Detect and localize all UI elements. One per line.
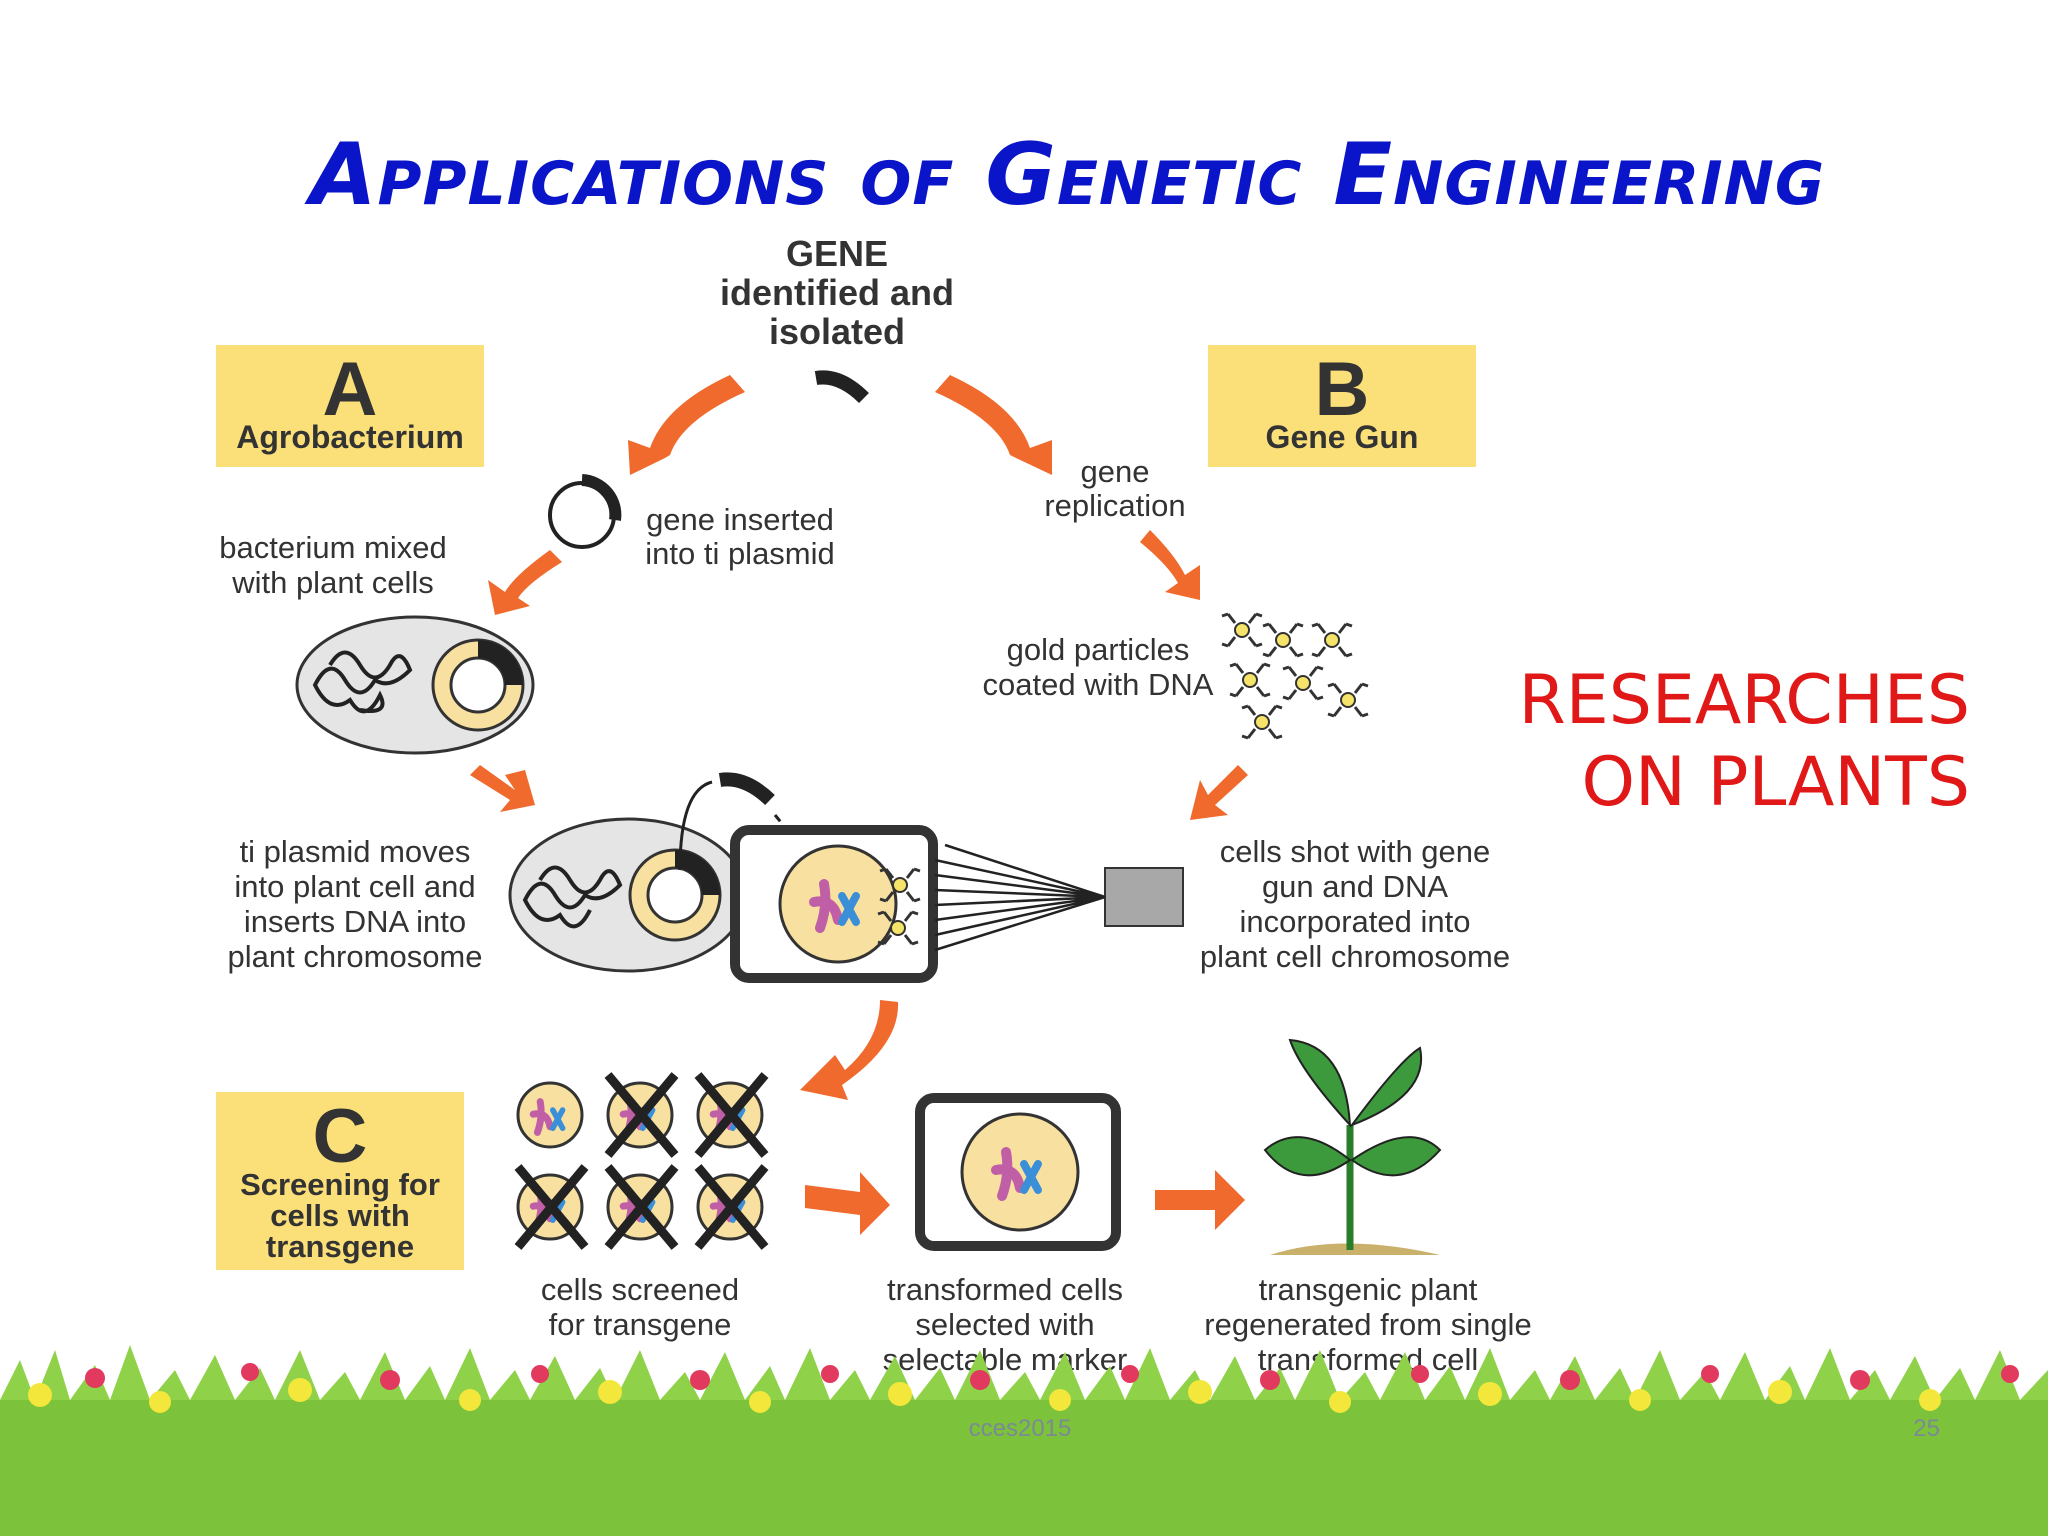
transgenic-label: transgenic plant regenerated from single…	[1204, 1272, 1531, 1377]
plant-cell-icon	[730, 825, 938, 983]
gold-particles-label: gold particles coated with DNA	[983, 632, 1214, 702]
transgenic-line3: transformed cell	[1258, 1342, 1479, 1377]
transformed-label: transformed cells selected with selectab…	[883, 1272, 1128, 1377]
gene-label: GENE identified and isolated	[720, 233, 954, 352]
slide-title: Applications of Genetic Engineering	[310, 125, 1826, 225]
transgenic-plant-icon	[1263, 1038, 1442, 1255]
cells-shot-line4: plant cell chromosome	[1200, 939, 1510, 974]
bacterium-cell-icon	[295, 615, 535, 755]
page-number: 25	[1913, 1415, 1940, 1442]
cells-shot-line1: cells shot with gene	[1220, 834, 1491, 869]
gold-particles-line1: gold particles	[1007, 632, 1190, 667]
bacterium-mixed-label: bacterium mixed with plant cells	[219, 530, 446, 600]
ti-moves-label: ti plasmid moves into plant cell and ins…	[227, 834, 482, 974]
panel-c-letter: C	[313, 1094, 368, 1179]
ti-moves-line1: ti plasmid moves	[240, 834, 471, 869]
bacterium-mixed-line1: bacterium mixed	[219, 530, 446, 565]
panel-c-label-line2: cells with	[270, 1198, 410, 1233]
gene-inserted-label: gene inserted into ti plasmid	[645, 502, 835, 571]
gold-particles-line2: coated with DNA	[983, 667, 1214, 702]
panel-c: C Screening for cells with transgene	[216, 1092, 464, 1270]
transformed-line2: selected with	[915, 1307, 1094, 1342]
arrow-to-gene-gun	[1190, 765, 1248, 820]
gene-label-line3: isolated	[769, 311, 905, 352]
arrow-to-plant	[1155, 1170, 1245, 1230]
transgenic-line2: regenerated from single	[1204, 1307, 1531, 1342]
arrow-to-plasmid	[628, 375, 745, 475]
ti-moves-line2: into plant cell and	[234, 869, 475, 904]
screened-label: cells screened for transgene	[541, 1272, 739, 1342]
transgenic-line1: transgenic plant	[1259, 1272, 1478, 1307]
arrow-to-bacterium	[488, 550, 562, 615]
bacterium-mixed-line2: with plant cells	[231, 565, 434, 600]
panel-b-label: Gene Gun	[1266, 419, 1419, 455]
ti-moves-line3: inserts DNA into	[244, 904, 466, 939]
side-note: RESEARCHES ON PLANTS	[1500, 660, 1970, 824]
panel-b: B Gene Gun	[1208, 345, 1476, 467]
screened-line1: cells screened	[541, 1272, 739, 1307]
panel-a-label: Agrobacterium	[236, 419, 464, 455]
cells-shot-line3: incorporated into	[1240, 904, 1471, 939]
gene-replication-line1: gene	[1081, 454, 1150, 489]
arrow-to-transformed	[805, 1172, 890, 1235]
panel-c-label-line3: transgene	[266, 1229, 414, 1264]
grass-border	[0, 1345, 2048, 1536]
arrow-to-replication	[935, 375, 1052, 475]
gold-particles-icon	[1220, 612, 1370, 740]
bacterium-cell-2-icon	[508, 772, 812, 973]
panel-c-label-line1: Screening for	[240, 1167, 440, 1202]
panel-b-letter: B	[1315, 347, 1370, 432]
transformed-line3: selectable marker	[883, 1342, 1128, 1377]
cells-shot-label: cells shot with gene gun and DNA incorpo…	[1200, 834, 1510, 974]
gene-inserted-line2: into ti plasmid	[645, 536, 835, 571]
panel-a: A Agrobacterium	[216, 345, 484, 467]
gene-replication-label: gene replication	[1044, 454, 1185, 523]
side-note-line1: RESEARCHES	[1518, 661, 1970, 740]
arrow-to-gold	[1140, 530, 1200, 600]
arrow-to-ti-plasmid	[470, 765, 535, 812]
transformed-cell-icon	[915, 1093, 1121, 1251]
process-arrows	[470, 375, 1248, 1235]
gene-fragment-icon	[814, 370, 869, 404]
panel-a-letter: A	[323, 347, 378, 432]
cells-shot-line2: gun and DNA	[1262, 869, 1448, 904]
ti-moves-line4: plant chromosome	[227, 939, 482, 974]
gene-label-line1: GENE	[786, 233, 888, 274]
arrow-to-screening	[800, 1000, 899, 1100]
screened-line2: for transgene	[549, 1307, 732, 1342]
gene-gun-icon	[934, 843, 1184, 952]
gene-replication-line2: replication	[1044, 488, 1185, 523]
side-note-line2: ON PLANTS	[1581, 743, 1970, 822]
footer-text: cces2015	[968, 1415, 1072, 1442]
gene-label-line2: identified and	[720, 272, 954, 313]
transformed-line1: transformed cells	[887, 1272, 1123, 1307]
screening-cells-icon	[514, 1072, 769, 1250]
gene-inserted-line1: gene inserted	[646, 502, 834, 537]
plasmid-icon	[548, 474, 622, 549]
